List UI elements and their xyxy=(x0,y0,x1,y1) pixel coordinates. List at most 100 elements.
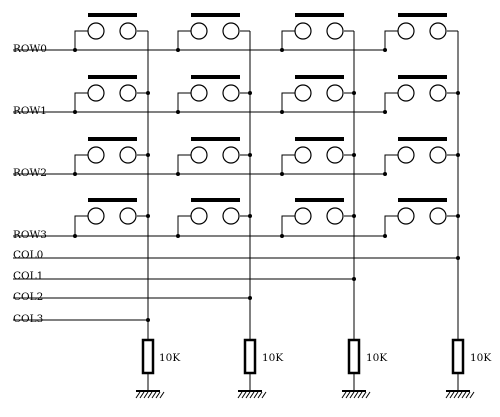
push-button-switch xyxy=(383,198,460,238)
switch-lead-left xyxy=(281,30,295,50)
switch-contact xyxy=(326,22,344,40)
junction-dot xyxy=(146,153,150,157)
ground-hatch xyxy=(249,391,255,399)
col-label-1: COL1 xyxy=(13,270,43,282)
ground-hatch xyxy=(241,391,247,399)
junction-dot xyxy=(176,48,180,52)
switch-contact xyxy=(326,207,344,225)
resistor-body xyxy=(347,338,361,375)
junction-dot xyxy=(176,234,180,238)
switch-lead-left xyxy=(384,30,398,50)
resistor-value-3: 10K xyxy=(470,352,491,364)
push-button-switch xyxy=(73,137,150,176)
switch-contact xyxy=(119,22,137,40)
ground-hatch xyxy=(341,391,347,399)
switch-lead-left xyxy=(177,30,191,50)
switch-contact xyxy=(87,146,105,164)
switch-contact xyxy=(326,84,344,102)
switch-contact xyxy=(222,22,240,40)
junction-dot xyxy=(383,172,387,176)
push-button-switch xyxy=(176,75,252,114)
switch-lead-left xyxy=(177,92,191,112)
junction-dot xyxy=(146,214,150,218)
ground-hatch xyxy=(143,391,149,399)
switch-contact xyxy=(294,207,312,225)
switches xyxy=(73,13,460,238)
switch-contact xyxy=(87,207,105,225)
pull-down-resistors xyxy=(135,338,475,399)
junction-dot xyxy=(73,48,77,52)
ground-hatch xyxy=(253,391,259,399)
ground-hatch xyxy=(345,391,351,399)
switch-contact xyxy=(397,22,415,40)
push-button-switch xyxy=(73,198,150,238)
resistor-value-1: 10K xyxy=(262,352,283,364)
switch-lead-left xyxy=(74,92,88,112)
resistor-value-2: 10K xyxy=(366,352,387,364)
switch-contact xyxy=(429,146,447,164)
switch-contact xyxy=(397,146,415,164)
junction-dot xyxy=(383,48,387,52)
ground-hatch xyxy=(257,391,263,399)
junction-dot xyxy=(383,110,387,114)
switch-lead-left xyxy=(74,154,88,174)
switch-contact xyxy=(326,146,344,164)
ground-hatch xyxy=(237,391,243,399)
junction-dot xyxy=(73,110,77,114)
push-button-switch xyxy=(176,198,252,238)
switch-lead-left xyxy=(281,92,295,112)
junction-dot xyxy=(248,214,252,218)
ground-hatch xyxy=(469,391,475,399)
ground-hatch xyxy=(135,391,141,399)
push-button-switch xyxy=(383,137,460,176)
col-label-2: COL2 xyxy=(13,291,43,303)
push-button-switch xyxy=(176,13,250,52)
row-labels: ROW0 ROW1 ROW2 ROW3 xyxy=(13,43,47,241)
switch-lead-left xyxy=(74,215,88,236)
ground-hatch xyxy=(457,391,463,399)
junction-dot xyxy=(352,91,356,95)
switch-contact xyxy=(119,84,137,102)
resistor-body xyxy=(451,338,465,375)
row-label-3: ROW3 xyxy=(13,229,47,241)
ground-hatch xyxy=(139,391,145,399)
switch-contact xyxy=(397,207,415,225)
ground-hatch xyxy=(155,391,161,399)
junction-dot xyxy=(352,214,356,218)
switch-lead-left xyxy=(74,30,88,50)
switch-contact xyxy=(87,84,105,102)
switch-lead-left xyxy=(177,215,191,236)
junction-dot xyxy=(280,48,284,52)
junction-dot xyxy=(146,91,150,95)
row-label-2: ROW2 xyxy=(13,167,47,179)
switch-contact xyxy=(190,22,208,40)
push-button-switch xyxy=(73,13,148,52)
switch-contact xyxy=(294,146,312,164)
ground-hatch xyxy=(151,391,157,399)
ground-hatch xyxy=(445,391,451,399)
switch-contact xyxy=(294,84,312,102)
switch-contact xyxy=(190,84,208,102)
switch-contact xyxy=(222,84,240,102)
push-button-switch xyxy=(280,13,354,52)
switch-contact xyxy=(429,207,447,225)
ground-hatch xyxy=(349,391,355,399)
switch-contact xyxy=(222,207,240,225)
row-label-0: ROW0 xyxy=(13,43,47,55)
column-labels: COL0 COL1 COL2 COL3 xyxy=(13,249,43,325)
switch-contact xyxy=(429,84,447,102)
junction-dot xyxy=(383,234,387,238)
junction-dot xyxy=(352,153,356,157)
switch-lead-left xyxy=(281,215,295,236)
switch-contact xyxy=(429,22,447,40)
junction-dot xyxy=(456,214,460,218)
ground-hatch xyxy=(245,391,251,399)
switch-contact xyxy=(87,22,105,40)
ground-hatch xyxy=(453,391,459,399)
ground-hatch xyxy=(353,391,359,399)
ground-hatch xyxy=(147,391,153,399)
switch-contact xyxy=(190,146,208,164)
push-button-switch xyxy=(176,137,252,176)
resistor-body xyxy=(141,338,155,375)
